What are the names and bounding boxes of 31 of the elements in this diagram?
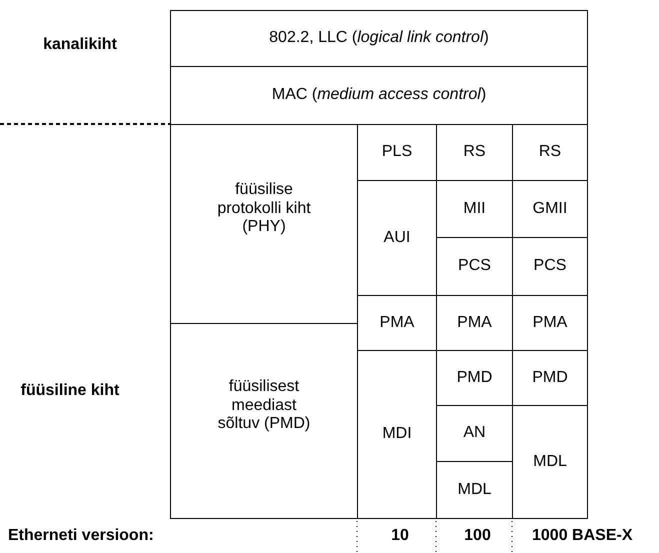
cell-text: PCS: [534, 257, 566, 276]
cell-text: PMD: [532, 368, 568, 388]
layer-cell: [512, 405, 588, 519]
cell-text: PMA: [532, 314, 568, 332]
cell-text: MAC (medium access control): [272, 86, 486, 105]
cell-text: PMA: [457, 314, 492, 332]
cell-text: RS: [463, 143, 486, 162]
cell-text: GMII: [532, 200, 568, 218]
cell-text: füüsilise protokolli kiht (PHY): [216, 181, 312, 237]
cell-text: AUI: [384, 228, 410, 248]
cell-text: MDL: [533, 452, 567, 472]
cell-text: MDL: [458, 480, 492, 500]
column-label: 1000 BASE-X: [532, 527, 632, 545]
layer-cell: [170, 323, 358, 519]
cell-text: PMA: [380, 314, 414, 332]
cell-text: PLS: [382, 143, 412, 162]
cell-text: 802.2, LLC (logical link control): [269, 29, 489, 48]
cell-text: füüsilisest meediast sõltuv (PMD): [216, 378, 312, 434]
cell-text: AN: [463, 424, 486, 443]
cell-text: RS: [538, 143, 562, 162]
layer-label: füüsiline kiht: [20, 382, 120, 400]
cell-text: MII: [463, 200, 486, 218]
layer-cell: [170, 66, 588, 125]
row-label: Etherneti versioon:: [8, 527, 154, 545]
cell-text: PCS: [458, 257, 491, 276]
layer-label: kanalikiht: [42, 36, 118, 54]
column-label: 10: [390, 527, 410, 545]
column-label: 100: [463, 527, 492, 545]
layer-cell: [170, 10, 588, 67]
cell-text: MDI: [382, 425, 412, 444]
cell-text: PMD: [456, 368, 492, 388]
